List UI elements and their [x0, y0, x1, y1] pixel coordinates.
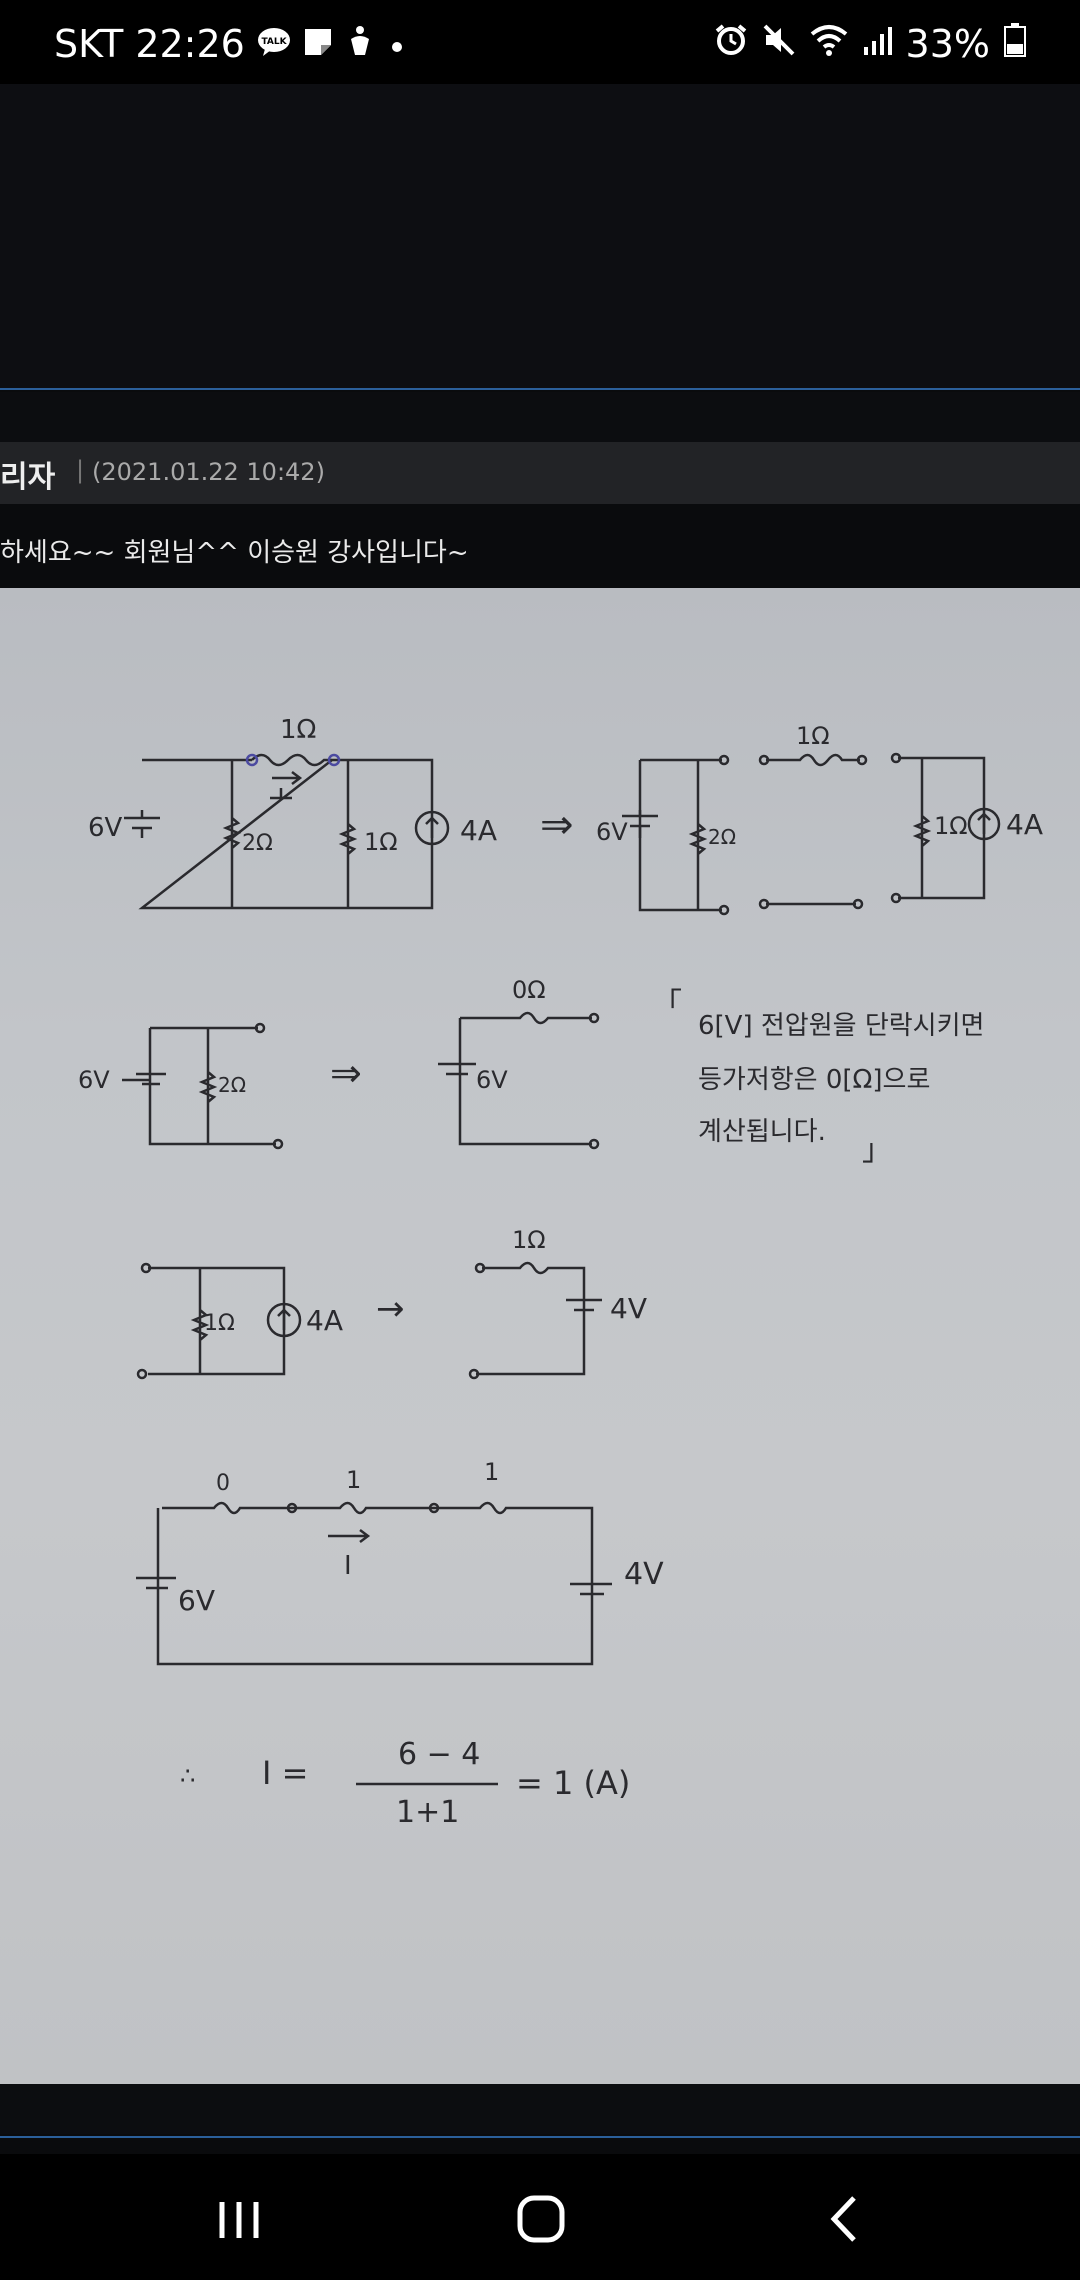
label-1ohm-e: 1Ω [204, 1311, 235, 1336]
label-2ohm: 2Ω [242, 831, 273, 856]
recent-apps-icon [219, 2202, 259, 2238]
label-6v-b: 6V [596, 818, 628, 846]
label-1ohm-mid: 1Ω [364, 828, 398, 856]
label-current-hidden: I [280, 803, 281, 805]
spacer-bottom [0, 2084, 1080, 2134]
author-name: 리자 [0, 460, 56, 495]
label-6v-d: 6V [476, 1066, 508, 1094]
note-line-1: 6[V] 전압원을 단락시키면 [698, 1011, 984, 1041]
video-area [0, 84, 1080, 390]
label-1ohm-top-b: 1Ω [796, 722, 830, 750]
label-1ohm-f: 1Ω [512, 1226, 546, 1254]
label-current-g: I [344, 1551, 352, 1581]
label-1ohm-right: 1Ω [934, 812, 968, 840]
circuit-4a-section [136, 1261, 602, 1380]
accessibility-icon [345, 22, 375, 66]
divider-bottom [0, 2136, 1080, 2138]
label-1-g2: 1 [484, 1458, 499, 1486]
label-2ohm-b: 2Ω [708, 825, 736, 849]
circuit-decomposed [622, 752, 1001, 916]
battery-icon [1004, 22, 1026, 66]
back-icon [830, 2196, 856, 2242]
label-0-g: 0 [216, 1471, 230, 1496]
signal-icon [862, 22, 892, 66]
label-2ohm-c: 2Ω [218, 1073, 246, 1097]
dot-icon [387, 22, 407, 66]
label-6v: 6V [88, 813, 123, 843]
note-line-2: 등가저항은 0[Ω]으로 [698, 1065, 930, 1095]
clock: 22:26 [135, 22, 245, 66]
memo-icon [303, 22, 333, 66]
comment-header [0, 442, 1080, 504]
arrow-1: ⇒ [540, 802, 574, 848]
circuit-drawing: 1Ω 6V 2Ω 1Ω 4A I ⇒ 6V 2Ω 1Ω 1Ω 4A [78, 715, 1043, 1830]
label-r1-top: 1Ω [280, 715, 316, 745]
arrow-3: → [376, 1289, 405, 1329]
circuit-final [136, 1501, 612, 1666]
navigation-bar [0, 2154, 1080, 2280]
label-1-g: 1 [346, 1466, 361, 1494]
label-6v-c: 6V [78, 1066, 110, 1094]
mute-icon [762, 22, 796, 66]
label-4a-b: 4A [1006, 808, 1043, 841]
eq-denominator: 1+1 [396, 1795, 459, 1830]
comment-greeting: 하세요~~ 회원님^^ 이승원 강사입니다~ [0, 538, 469, 568]
status-right: 33% [714, 22, 1026, 66]
svg-text:TALK: TALK [261, 37, 287, 47]
circuit-original [124, 753, 450, 910]
divider-top [0, 388, 1080, 390]
status-bar: SKT 22:26 TALK 33% [0, 0, 1080, 84]
comment-date: (2021.01.22 10:42) [92, 458, 325, 486]
label-4a-e: 4A [306, 1304, 343, 1337]
label-0ohm: 0Ω [512, 976, 546, 1004]
wifi-icon [810, 22, 848, 66]
arrow-2: ⇒ [330, 1051, 362, 1095]
eq-therefore: ∴ [180, 1762, 195, 1790]
note-line-3: 계산됩니다. [698, 1117, 826, 1147]
recent-apps-button[interactable] [194, 2182, 284, 2252]
author-separator: | [76, 456, 85, 484]
alarm-icon [714, 22, 748, 66]
status-left: SKT 22:26 TALK [54, 22, 407, 66]
back-button[interactable] [800, 2182, 890, 2252]
circuit-6v-section [122, 1011, 600, 1150]
eq-rhs: = 1 (A) [516, 1764, 630, 1802]
attached-photo: 1Ω 6V 2Ω 1Ω 4A I ⇒ 6V 2Ω 1Ω 1Ω 4A [0, 588, 1080, 2084]
carrier-label: SKT [54, 22, 124, 66]
note-bracket-close: 」 [862, 1133, 892, 1168]
battery-percent: 33% [905, 22, 990, 66]
eq-numerator: 6 − 4 [398, 1737, 480, 1772]
note-bracket-open: 「 [652, 987, 682, 1022]
label-4v-f: 4V [610, 1292, 647, 1325]
spacer [0, 392, 1080, 442]
label-4a: 4A [460, 814, 497, 847]
home-button[interactable] [496, 2182, 586, 2252]
home-icon [517, 2195, 565, 2243]
label-6v-g: 6V [178, 1584, 215, 1617]
label-4v-g: 4V [624, 1557, 664, 1592]
eq-lhs: I = [262, 1754, 308, 1792]
talk-icon: TALK [257, 22, 291, 66]
